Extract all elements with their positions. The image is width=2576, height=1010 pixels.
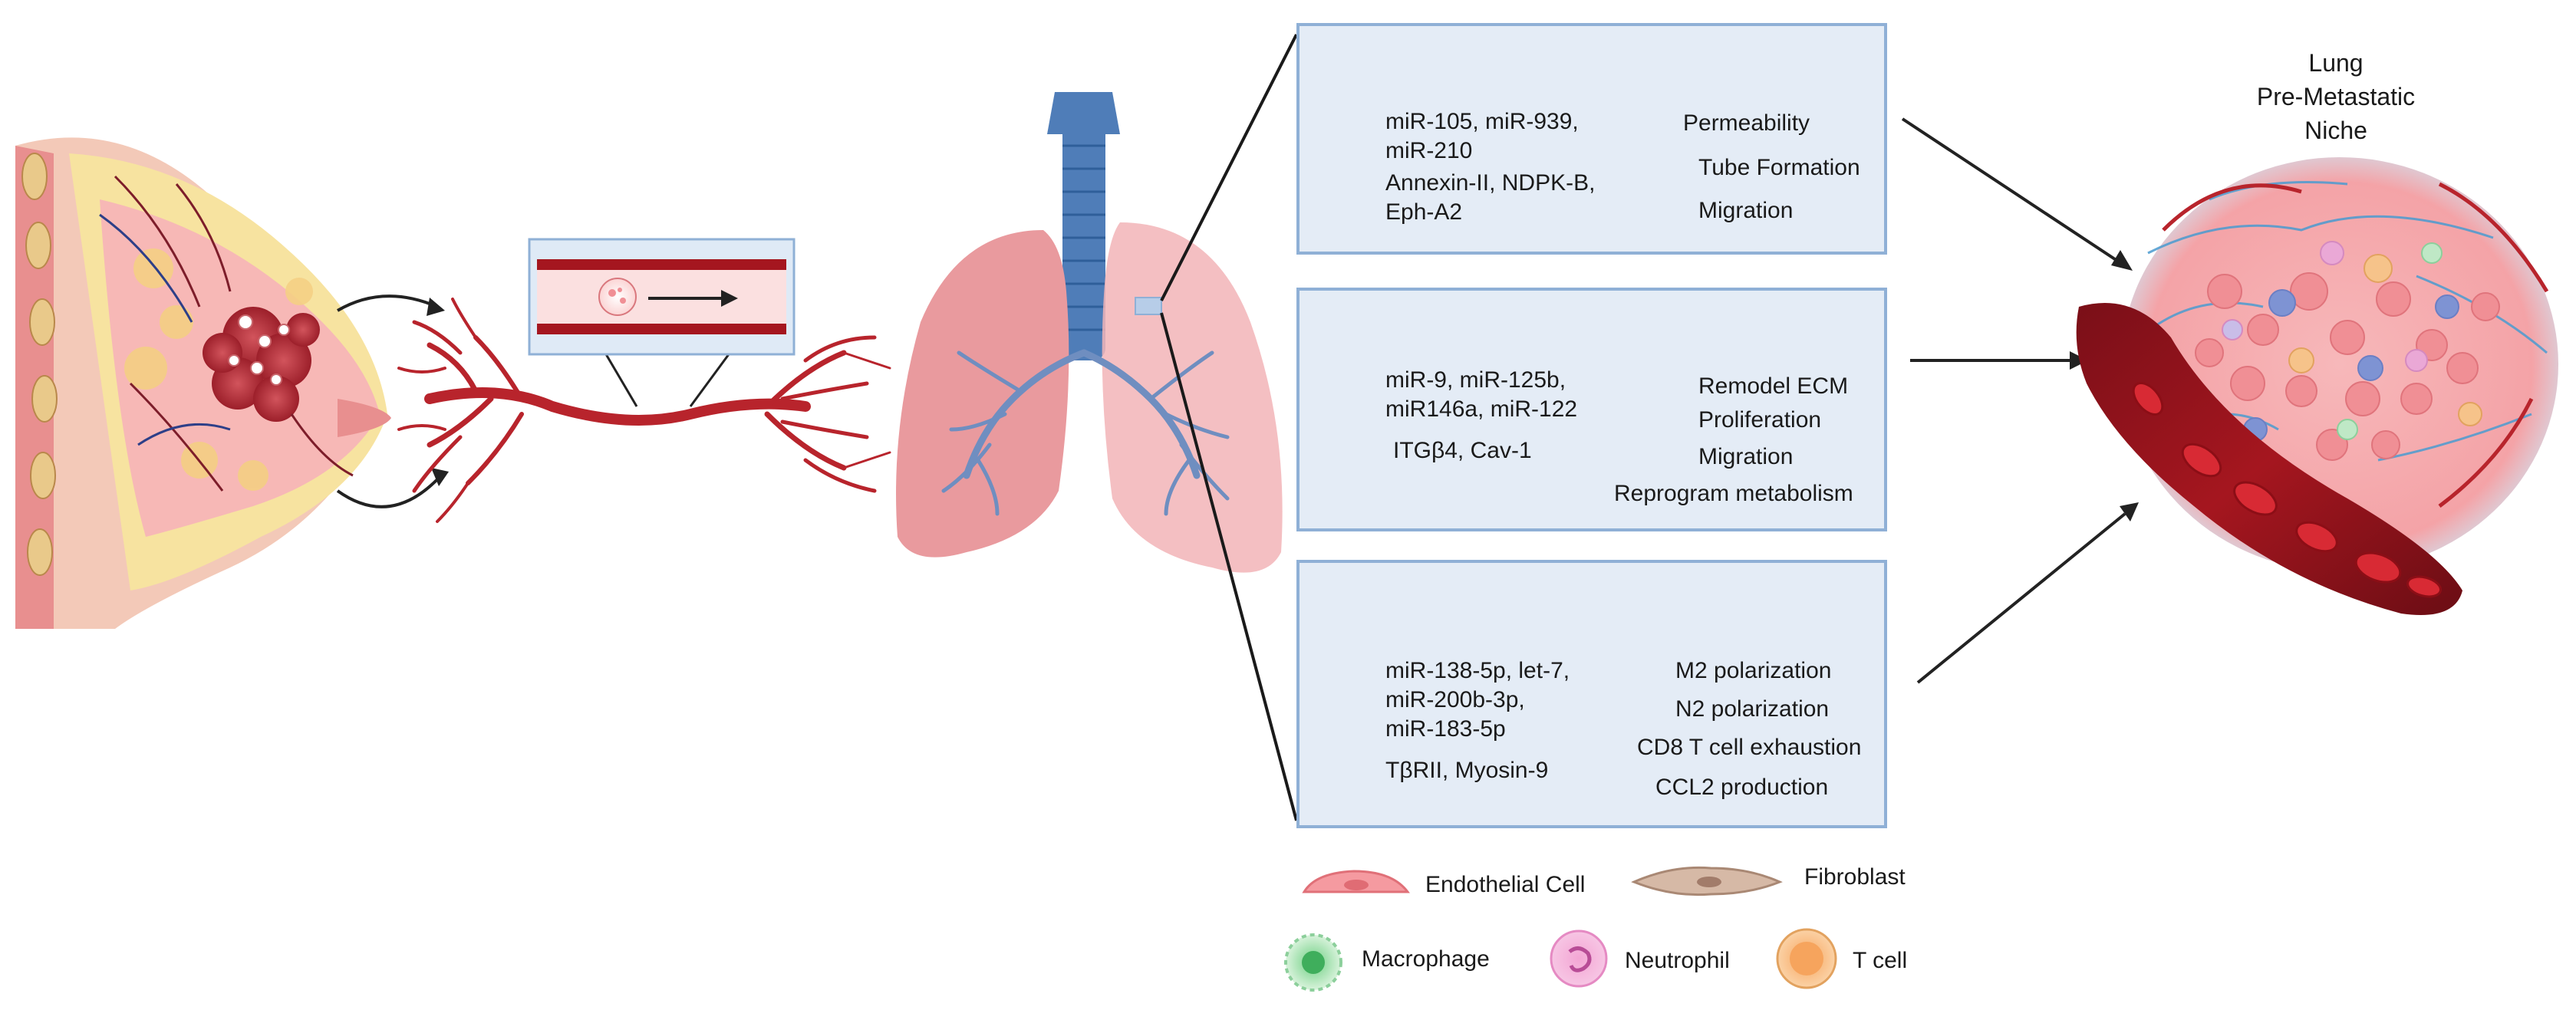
macrophage-icon	[1284, 933, 1342, 992]
lungs-illustration	[896, 34, 1298, 821]
fibroblast-panel: miR-9, miR-125b, miR146a, miR-122 ITGβ4,…	[1296, 288, 1887, 531]
effect-label: Migration	[1698, 198, 1794, 223]
effect-label: Permeability	[1683, 110, 1810, 136]
premetastatic-niche-illustration	[2076, 157, 2558, 615]
legend-label-macrophage: Macrophage	[1362, 946, 1490, 972]
protein-line: ITGβ4, Cav-1	[1393, 438, 1532, 463]
breast-to-vessel-arrows	[336, 294, 443, 508]
title-line: Niche	[2304, 117, 2367, 144]
legend-label-t-cell: T cell	[1853, 948, 1908, 973]
effect-label: M2 polarization	[1675, 658, 1832, 683]
legend-icons	[1284, 866, 1837, 992]
title-line: Lung	[2308, 49, 2364, 77]
mirna-line: miR-138-5p, let-7,	[1385, 658, 1570, 683]
effect-label: CD8 T cell exhaustion	[1637, 735, 1862, 760]
mirna-line: miR-200b-3p,	[1385, 687, 1525, 712]
effect-label: Reprogram metabolism	[1614, 481, 1853, 506]
effect-label: N2 polarization	[1675, 696, 1830, 722]
mirna-line: miR146a, miR-122	[1385, 396, 1578, 422]
effect-label: CCL2 production	[1655, 775, 1829, 800]
legend-label-neutrophil: Neutrophil	[1625, 948, 1730, 973]
mirna-line: miR-183-5p	[1385, 716, 1506, 742]
effect-label: Tube Formation	[1698, 155, 1860, 180]
endothelial-cell-icon	[1302, 870, 1410, 893]
protein-line: Annexin-II, NDPK-B,	[1385, 170, 1596, 196]
mirna-line: miR-9, miR-125b,	[1385, 367, 1566, 393]
title-line: Pre-Metastatic	[2256, 83, 2416, 110]
neutrophil-icon	[1550, 929, 1608, 988]
niche-title: Lung Pre-Metastatic Niche	[2213, 46, 2459, 147]
fibroblast-icon	[1631, 866, 1783, 896]
mirna-line: miR-210	[1385, 138, 1473, 163]
breast-illustration	[15, 137, 391, 630]
immune-panel: miR-138-5p, let-7, miR-200b-3p, miR-183-…	[1296, 560, 1887, 828]
panel-arrows	[1901, 117, 2126, 684]
effect-label: Proliferation	[1698, 407, 1822, 433]
endothelial-panel: miR-105, miR-939, miR-210 Annexin-II, ND…	[1296, 23, 1887, 255]
legend-label-fibroblast: Fibroblast	[1804, 864, 1906, 890]
effect-label: Remodel ECM	[1698, 373, 1849, 399]
protein-line: TβRII, Myosin-9	[1385, 758, 1549, 783]
mirna-line: miR-105, miR-939,	[1385, 109, 1579, 134]
vessel-inset	[528, 238, 796, 407]
legend-label-endothelial: Endothelial Cell	[1425, 872, 1586, 897]
blood-vessel-network	[397, 298, 891, 523]
t-cell-icon	[1776, 928, 1837, 989]
protein-line: Eph-A2	[1385, 199, 1463, 225]
effect-label: Migration	[1698, 444, 1794, 469]
